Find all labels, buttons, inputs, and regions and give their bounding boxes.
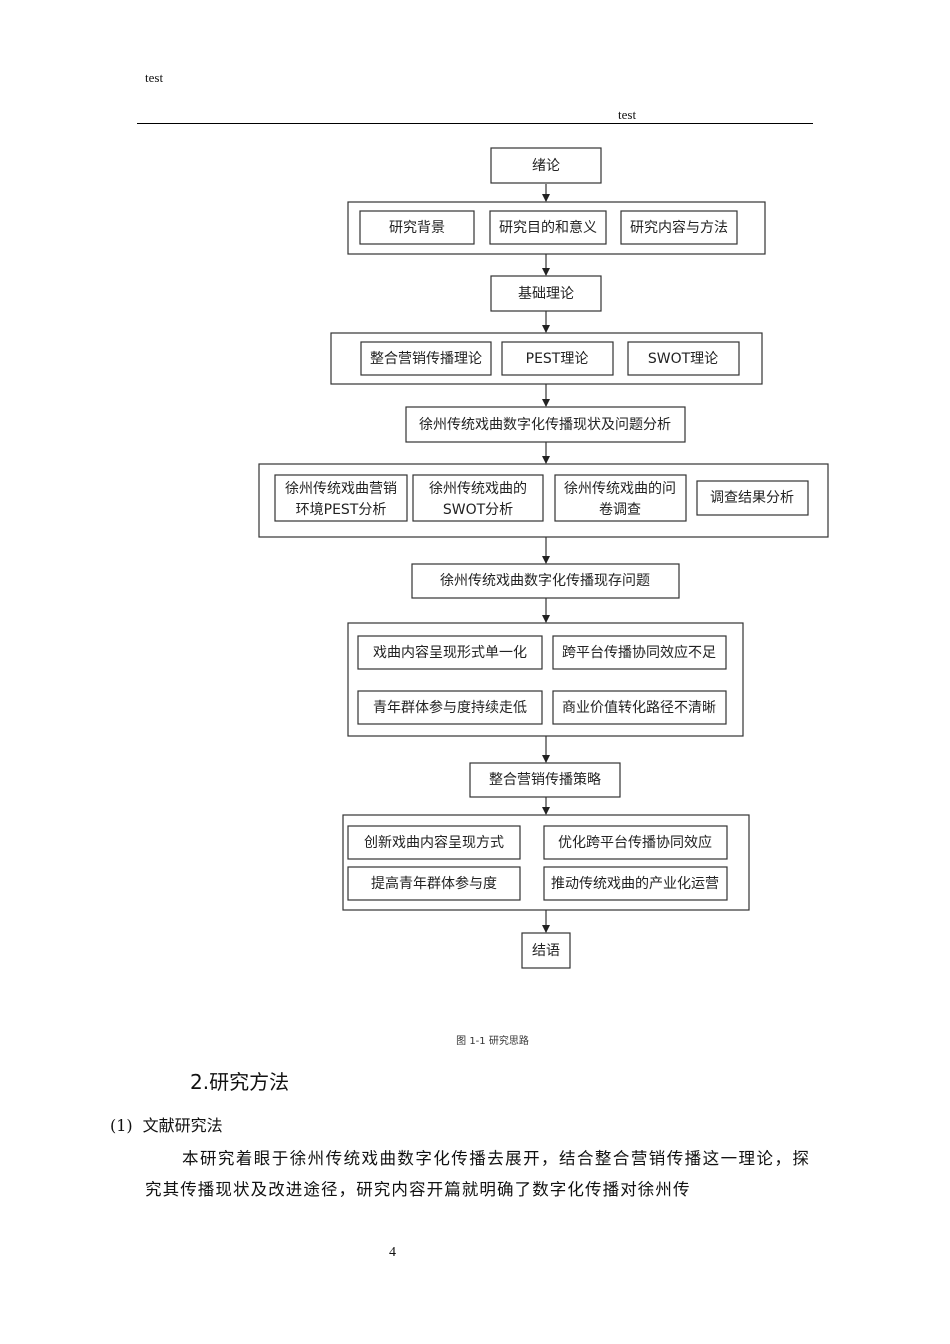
section-title: 2.研究方法 (190, 1070, 290, 1094)
box-problem-1 (357, 635, 543, 670)
label-status: 徐州传统戏曲数字化传播现状及问题分析 (419, 417, 671, 433)
box-theory-3 (627, 341, 740, 376)
label-theory-2: PEST理论 (526, 351, 589, 367)
subsection-number: (1) (110, 1116, 133, 1135)
label-strategy-2: 优化跨平台传播协同效应 (558, 834, 712, 851)
box-intro-3 (620, 210, 738, 245)
header-left: test (145, 70, 164, 85)
label-intro-2: 研究目的和意义 (499, 219, 597, 236)
box-theory-1 (360, 341, 492, 376)
group-strategy (342, 814, 750, 911)
group-problems (347, 622, 744, 737)
label-problem-2: 跨平台传播协同效应不足 (562, 644, 716, 661)
label-intro: 绪论 (532, 158, 560, 174)
label-conclusion: 结语 (532, 943, 560, 959)
research-flowchart: 绪论 研究背景 研究目的和意义 研究内容与方法 基础理论 整合营销传播理论 PE… (258, 147, 829, 969)
box-status-2 (412, 474, 544, 522)
subsection-title: (1) 文献研究法 (110, 1112, 223, 1136)
box-intro-2 (489, 210, 607, 245)
label-status-3b: 卷调查 (599, 502, 641, 518)
label-strategy: 整合营销传播策略 (489, 771, 601, 788)
label-strategy-4: 推动传统戏曲的产业化运营 (551, 876, 719, 892)
label-strategy-3: 提高青年群体参与度 (371, 875, 497, 892)
label-strategy-1: 创新戏曲内容呈现方式 (364, 834, 504, 851)
box-problem-3 (357, 690, 543, 725)
box-conclusion (521, 932, 571, 969)
label-status-4: 调查结果分析 (710, 490, 794, 506)
page-number: 4 (389, 1245, 396, 1260)
body-paragraph: 本研究着眼于徐州传统戏曲数字化传播去展开，结合整合营销传播这一理论，探究其传播现… (145, 1149, 810, 1199)
label-status-2b: SWOT分析 (443, 502, 513, 518)
box-strategy-2 (543, 825, 728, 860)
label-problem-3: 青年群体参与度持续走低 (373, 699, 527, 716)
label-theory-3: SWOT理论 (648, 351, 718, 367)
header-center: test (618, 107, 637, 122)
box-status-4 (696, 480, 809, 516)
box-intro (490, 147, 602, 184)
box-strategy-3 (347, 866, 521, 901)
box-status-1 (274, 474, 408, 522)
label-problem-4: 商业价值转化路径不清晰 (562, 700, 716, 716)
box-status-3 (554, 474, 687, 522)
label-theory-1: 整合营销传播理论 (370, 351, 482, 367)
subsection-label: 文献研究法 (142, 1116, 223, 1135)
group-theory (330, 332, 763, 385)
box-problem-2 (552, 635, 727, 670)
label-intro-3: 研究内容与方法 (630, 219, 728, 236)
label-status-2a: 徐州传统戏曲的 (429, 481, 527, 497)
header-rule (137, 123, 813, 124)
box-strategy-1 (347, 825, 521, 860)
box-problem-4 (552, 690, 727, 725)
box-problems (411, 563, 680, 599)
box-theory-2 (501, 341, 614, 376)
box-strategy (469, 762, 621, 798)
box-theory (490, 275, 602, 312)
label-theory: 基础理论 (518, 285, 574, 302)
group-intro (347, 201, 766, 255)
label-problem-1: 戏曲内容呈现形式单一化 (373, 644, 527, 661)
box-intro-1 (359, 210, 475, 245)
box-strategy-4 (543, 866, 728, 901)
label-status-3a: 徐州传统戏曲的问 (564, 481, 676, 497)
group-status (258, 463, 829, 538)
label-problems: 徐州传统戏曲数字化传播现存问题 (440, 573, 650, 589)
label-status-1a: 徐州传统戏曲营销 (285, 481, 397, 497)
figure-caption: 图 1-1 研究思路 (456, 1036, 529, 1047)
label-status-1b: 环境PEST分析 (296, 502, 387, 518)
label-intro-1: 研究背景 (389, 220, 445, 236)
box-status (405, 406, 686, 443)
